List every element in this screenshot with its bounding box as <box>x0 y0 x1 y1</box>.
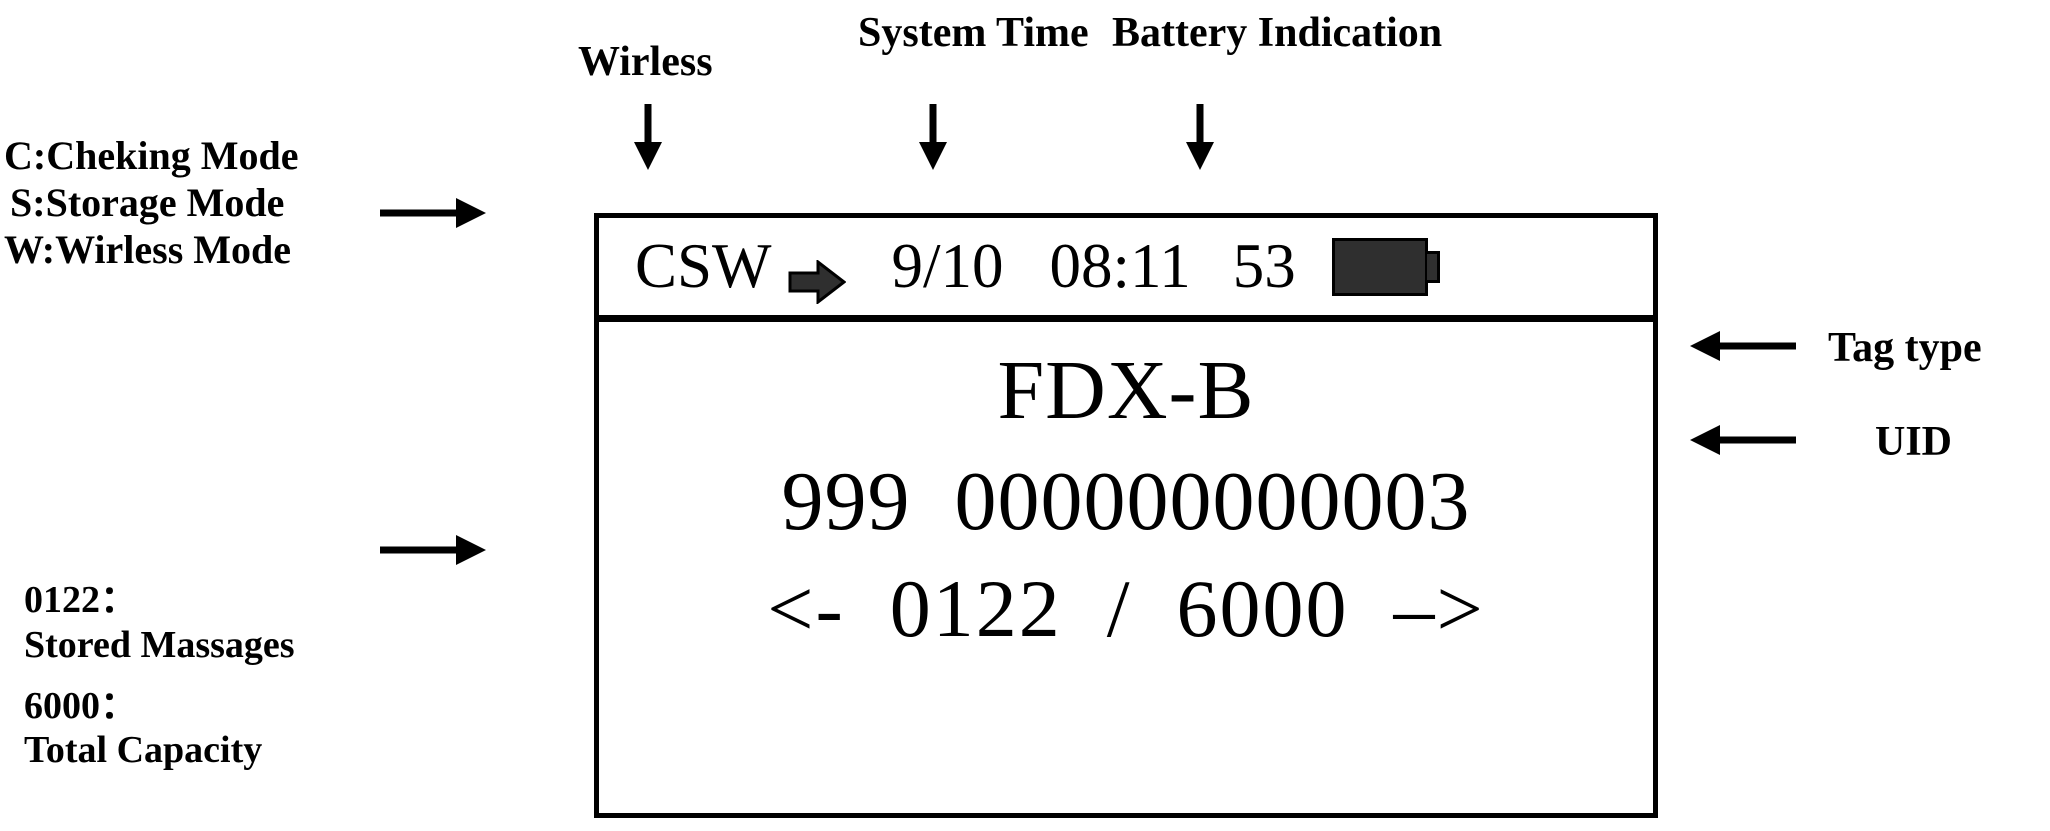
capacity-legend-stored-label: Stored Massages <box>24 623 295 666</box>
capacity-legend-stored-value: 0122： <box>24 579 139 621</box>
lcd-record-counter[interactable]: <- 0122 / 6000 –> <box>767 563 1485 655</box>
uid-annotation-label: UID <box>1875 419 1953 465</box>
system-time-annotation-text: System Time <box>858 10 1089 56</box>
mode-legend: C:Cheking Mode S:Storage Mode W:Wirless … <box>4 132 298 274</box>
mode-legend-line-wireless: W:Wirless Mode <box>4 227 292 273</box>
capacity-legend-total-value: 6000： <box>24 684 139 727</box>
capacity-legend: 0122： Stored Massages 6000： Total Capaci… <box>24 578 295 773</box>
lcd-uid-value: 999 000000000003 <box>781 455 1471 549</box>
wireless-pointer-arrow <box>620 104 676 172</box>
mode-legend-line-checking: C:Cheking Mode <box>4 133 299 178</box>
wireless-annotation-label: Wirless <box>578 39 713 85</box>
battery-terminal <box>1426 250 1440 283</box>
battery-annotation-label: Battery Indication <box>1112 8 1442 59</box>
system-time-pointer-arrow <box>905 104 961 172</box>
wireless-indicator-icon <box>788 247 846 305</box>
battery-pointer-arrow <box>1172 104 1228 172</box>
tag-type-annotation-label: Tag type <box>1828 325 1982 371</box>
battery-body <box>1331 237 1428 296</box>
lcd-main-area: FDX-B 999 000000000003 <- 0122 / 6000 –> <box>599 322 1653 813</box>
uid-pointer-arrow <box>1688 412 1798 468</box>
mode-legend-pointer-arrow <box>378 185 488 241</box>
battery-annotation-text: Battery Indication <box>1112 10 1443 56</box>
mode-legend-line-storage: S:Storage Mode <box>10 180 285 226</box>
status-mode-flags: CSW <box>635 231 772 301</box>
battery-icon <box>1331 237 1440 296</box>
tag-type-pointer-arrow <box>1688 318 1798 374</box>
lcd-tag-type-value: FDX-B <box>997 344 1255 437</box>
lcd-display-panel: CSW 9/10 08:11 53 FDX-B 999 000000000003… <box>594 213 1658 818</box>
system-time-annotation-label: System Time <box>858 8 1089 59</box>
status-signal-value: 53 <box>1232 231 1296 301</box>
status-time: 08:11 <box>1049 231 1191 301</box>
capacity-legend-total-label: Total Capacity <box>24 729 263 772</box>
capacity-legend-pointer-arrow <box>378 522 488 578</box>
status-date: 9/10 <box>891 231 1004 301</box>
lcd-status-bar: CSW 9/10 08:11 53 <box>599 218 1653 322</box>
